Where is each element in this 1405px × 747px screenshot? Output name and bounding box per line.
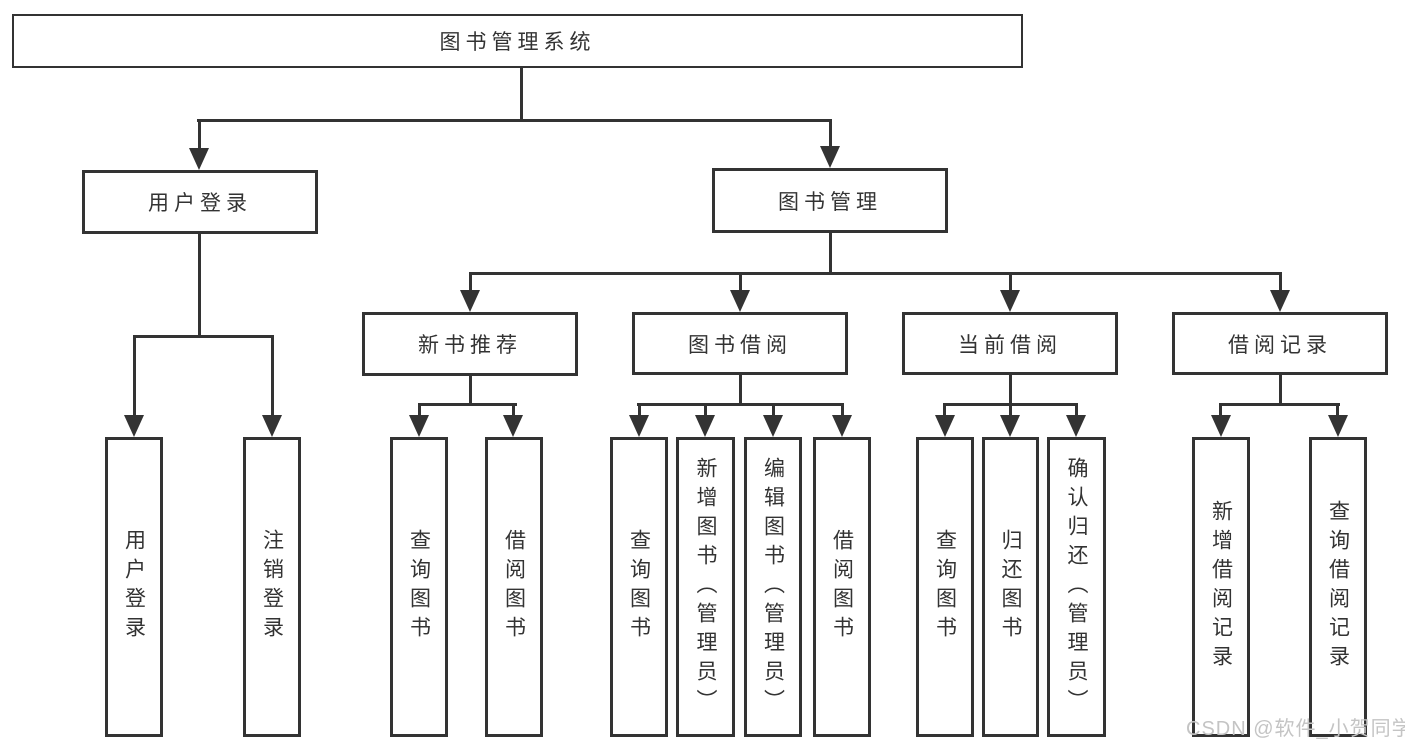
- connector-line: [829, 233, 832, 275]
- leaf-borrow-books: 借阅图书: [813, 437, 871, 737]
- arrow-down-icon: [1328, 415, 1348, 437]
- leaf-label: 确认归还（管理员）: [1065, 456, 1088, 718]
- node-current-borrowing: 当前借阅: [902, 312, 1118, 375]
- connector-line: [418, 406, 421, 416]
- leaf-add-borrow-record: 新增借阅记录: [1192, 437, 1250, 737]
- node-library-management-system: 图书管理系统: [12, 14, 1023, 68]
- arrow-down-icon: [695, 415, 715, 437]
- leaf-confirm-return-admin: 确认归还（管理员）: [1047, 437, 1106, 737]
- connector-line: [1336, 406, 1339, 416]
- leaf-query-books-borrowing: 查询图书: [610, 437, 668, 737]
- arrow-down-icon: [730, 290, 750, 312]
- arrow-down-icon: [629, 415, 649, 437]
- arrow-down-icon: [1211, 415, 1231, 437]
- connector-line: [943, 406, 946, 416]
- node-book-borrowing: 图书借阅: [632, 312, 848, 375]
- node-book-management: 图书管理: [712, 168, 948, 233]
- arrow-down-icon: [409, 415, 429, 437]
- leaf-label: 查询图书: [627, 529, 651, 645]
- connector-line: [133, 338, 136, 416]
- leaf-label: 新增图书（管理员）: [694, 456, 717, 718]
- arrow-down-icon: [1000, 290, 1020, 312]
- leaf-edit-books-admin: 编辑图书（管理员）: [744, 437, 802, 737]
- connector-line: [739, 275, 742, 290]
- connector-line: [198, 234, 201, 338]
- leaf-label: 归还图书: [999, 529, 1022, 645]
- arrow-down-icon: [1270, 290, 1290, 312]
- leaf-logout-login: 注销登录: [243, 437, 301, 737]
- arrow-down-icon: [832, 415, 852, 437]
- leaf-add-books-admin: 新增图书（管理员）: [676, 437, 735, 737]
- connector-line: [829, 119, 832, 146]
- leaf-query-books-recommend: 查询图书: [390, 437, 448, 737]
- leaf-query-books-current: 查询图书: [916, 437, 974, 737]
- arrow-down-icon: [820, 146, 840, 168]
- connector-line: [943, 403, 1078, 406]
- leaf-label: 借阅图书: [502, 529, 526, 645]
- leaf-label: 查询图书: [933, 529, 957, 645]
- leaf-label: 用户登录: [122, 529, 146, 645]
- arrow-down-icon: [262, 415, 282, 437]
- leaf-label: 注销登录: [260, 529, 284, 645]
- arrow-down-icon: [503, 415, 523, 437]
- connector-line: [133, 335, 274, 338]
- leaf-user-login: 用户登录: [105, 437, 163, 737]
- arrow-down-icon: [124, 415, 144, 437]
- connector-line: [1219, 406, 1222, 416]
- connector-line: [418, 403, 517, 406]
- arrow-down-icon: [1000, 415, 1020, 437]
- leaf-label: 借阅图书: [830, 529, 854, 645]
- leaf-label: 查询借阅记录: [1326, 500, 1350, 674]
- leaf-label: 编辑图书（管理员）: [761, 456, 785, 718]
- connector-line: [638, 406, 641, 416]
- connector-line: [841, 406, 844, 416]
- leaf-borrow-books-recommend: 借阅图书: [485, 437, 543, 737]
- connector-line: [1279, 275, 1282, 290]
- leaf-label: 查询图书: [407, 529, 431, 645]
- arrow-down-icon: [460, 290, 480, 312]
- connector-line: [512, 406, 515, 416]
- leaf-query-borrow-record: 查询借阅记录: [1309, 437, 1367, 737]
- connector-line: [772, 406, 775, 416]
- node-user-login: 用户登录: [82, 170, 318, 234]
- arrow-down-icon: [1066, 415, 1086, 437]
- csdn-watermark: CSDN @软件_小贺同学: [1186, 718, 1405, 740]
- connector-line: [469, 272, 1282, 275]
- arrow-down-icon: [189, 148, 209, 170]
- connector-line: [197, 119, 832, 122]
- connector-line: [271, 338, 274, 416]
- connector-line: [1009, 275, 1012, 290]
- arrow-down-icon: [935, 415, 955, 437]
- leaf-return-books: 归还图书: [982, 437, 1039, 737]
- leaf-label: 新增借阅记录: [1209, 500, 1233, 674]
- connector-line: [704, 406, 707, 416]
- connector-line: [1075, 406, 1078, 416]
- connector-line: [469, 376, 472, 406]
- node-borrowing-records: 借阅记录: [1172, 312, 1388, 375]
- connector-line: [1279, 375, 1282, 406]
- connector-line: [1009, 406, 1012, 416]
- connector-line: [1219, 403, 1340, 406]
- connector-line: [198, 119, 201, 148]
- connector-line: [637, 403, 844, 406]
- connector-line: [1009, 375, 1012, 406]
- node-new-book-recommend: 新书推荐: [362, 312, 578, 376]
- connector-line: [520, 68, 523, 122]
- connector-line: [739, 375, 742, 406]
- arrow-down-icon: [763, 415, 783, 437]
- connector-line: [469, 275, 472, 290]
